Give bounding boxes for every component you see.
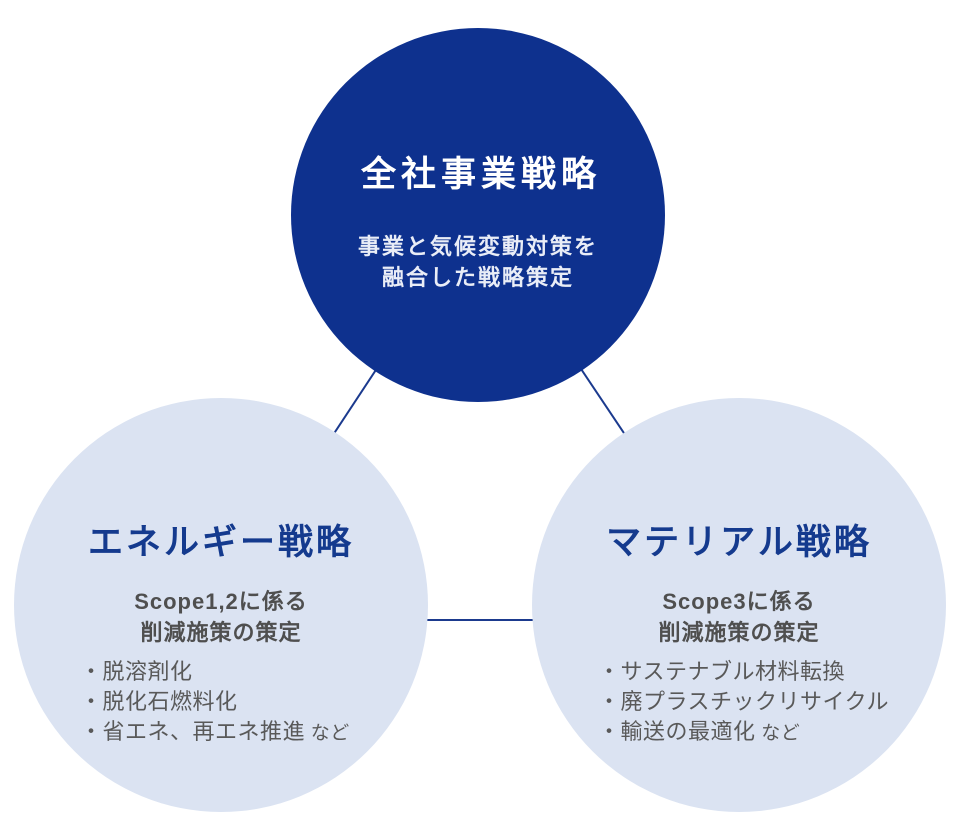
material-subtitle-line1: Scope3に係る [662,589,816,614]
bullet-suffix: など [305,723,350,744]
energy-subtitle-line2: 削減施策の策定 [140,620,302,645]
material-subtitle-line2: 削減施策の策定 [658,620,820,645]
energy-bullet-list: ・脱溶剤化・脱化石燃料化・省エネ、再エネ推進 など [14,657,428,749]
bullet-suffix: など [755,723,801,744]
circle-energy-strategy: エネルギー戦略 Scope1,2に係る 削減施策の策定 ・脱溶剤化・脱化石燃料化… [14,398,428,812]
company-strategy-description: 事業と気候変動対策を 融合した戦略策定 [291,231,665,293]
company-strategy-desc-line2: 融合した戦略策定 [381,265,574,290]
bullet-item: ・省エネ、再エネ推進 など [80,719,350,744]
energy-strategy-subtitle: Scope1,2に係る 削減施策の策定 [14,586,428,648]
circle-material-strategy: マテリアル戦略 Scope3に係る 削減施策の策定 ・サステナブル材料転換・廃プ… [532,398,946,812]
bullet-item: ・廃プラスチックリサイクル [598,689,889,714]
bullet-item: ・脱溶剤化 [80,659,193,684]
bullet-item: ・脱化石燃料化 [80,689,238,714]
material-strategy-subtitle: Scope3に係る 削減施策の策定 [532,586,946,648]
energy-subtitle-line1: Scope1,2に係る [134,589,308,614]
company-strategy-desc-line1: 事業と気候変動対策を [357,234,598,259]
material-bullet-list: ・サステナブル材料転換・廃プラスチックリサイクル・輸送の最適化 など [532,657,946,749]
bullet-item: ・サステナブル材料転換 [598,659,846,684]
energy-strategy-title: エネルギー戦略 [87,523,354,562]
material-strategy-title: マテリアル戦略 [606,523,872,562]
company-strategy-title: 全社事業戦略 [360,155,601,194]
circle-company-strategy: 全社事業戦略 事業と気候変動対策を 融合した戦略策定 [291,28,665,402]
bullet-item: ・輸送の最適化 など [598,719,801,744]
